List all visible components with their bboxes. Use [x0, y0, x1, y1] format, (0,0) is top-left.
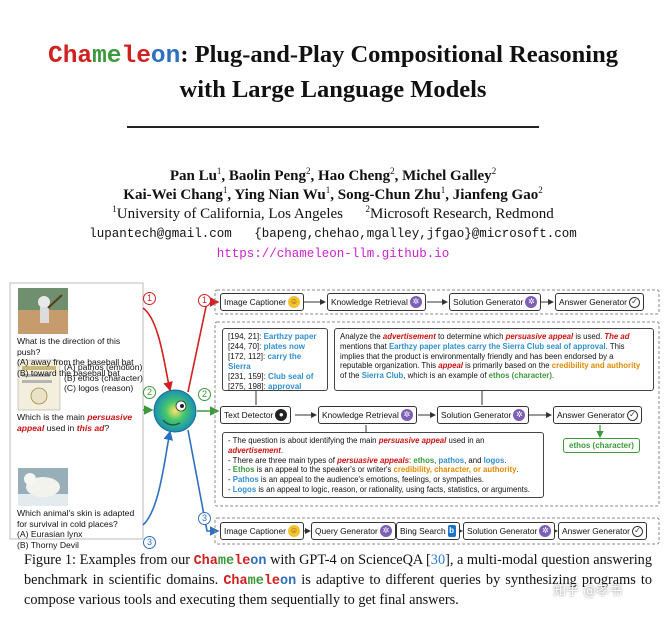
module-solution-generator: Solution Generator✲ — [463, 522, 556, 540]
module-answer-generator: Answer Generator✓ — [555, 293, 644, 311]
figure-graphics — [9, 282, 660, 545]
citation-link[interactable]: 30 — [430, 552, 446, 568]
brand-name: Chameleon — [48, 43, 181, 70]
author-emails: lupantech@gmail.com {bapeng,chehao,mgall… — [89, 227, 577, 241]
gpt-icon: ✲ — [379, 525, 392, 537]
arrow-p3 — [187, 429, 220, 536]
marker-1: 1 — [143, 292, 156, 305]
paper-title: Chameleon: Plug-and-Play Compositional R… — [0, 38, 666, 106]
title-rule — [127, 126, 539, 128]
solution-panel: Analyze the advertisement to determine w… — [334, 328, 654, 391]
module-solution-generator: Solution Generator✲ — [437, 406, 530, 424]
baseball-thumbnail — [18, 288, 68, 334]
pipeline-3-frame — [214, 517, 660, 545]
watermark: 知乎 @孝书 — [553, 584, 623, 599]
author-name: Jianfeng Gao — [452, 187, 539, 203]
final-answer: ethos (character) — [563, 438, 640, 453]
arrow-q1 — [142, 307, 173, 392]
gpt-icon: ✲ — [409, 296, 422, 308]
author-line-1: Pan Lu1, Baolin Peng2, Hao Cheng2, Miche… — [169, 166, 497, 185]
gpt-icon: ✲ — [400, 409, 413, 421]
marker-2-pipeline: 2 — [198, 388, 211, 401]
affiliations: 1University of California, Los Angeles 2… — [112, 204, 554, 223]
check-icon: ✓ — [626, 409, 638, 421]
detected-text-panel: [194, 21]: Earthzy paper [244, 70]: plat… — [222, 328, 328, 391]
github-icon: ● — [275, 409, 288, 421]
gpt-icon: ✲ — [539, 525, 552, 537]
question-2-stem: Which is the main persuasive appeal used… — [17, 412, 133, 433]
title-line-2: with Large Language Models — [179, 76, 487, 103]
author-name: Ying Nian Wu — [234, 187, 326, 203]
smiley-icon: ☺ — [287, 525, 300, 537]
author-name: Pan Lu — [169, 168, 217, 184]
marker-2: 2 — [143, 386, 156, 399]
module-query-generator: Query Generator✲ — [311, 522, 396, 540]
pipeline-1-frame — [214, 289, 660, 315]
module-image-captioner: Image Captioner☺ — [220, 522, 304, 540]
polar-bear-thumbnail — [18, 468, 68, 506]
module-image-captioner: Image Captioner☺ — [220, 293, 304, 311]
check-icon: ✓ — [628, 296, 640, 308]
author-name: Kai-Wei Chang — [123, 187, 223, 203]
author-name: Song-Chun Zhu — [337, 187, 441, 203]
advertisement-thumbnail — [17, 359, 61, 411]
gpt-icon: ✲ — [513, 409, 526, 421]
question-1: What is the direction of this push? (A) … — [17, 336, 134, 378]
author-name: Baolin Peng — [228, 168, 307, 184]
check-icon: ✓ — [631, 525, 643, 537]
title-line-1: Chameleon: Plug-and-Play Compositional R… — [48, 41, 618, 70]
knowledge-panel: - The question is about identifying the … — [222, 432, 544, 498]
bing-icon: b — [447, 525, 456, 537]
project-url[interactable]: https://chameleon-llm.github.io — [216, 247, 450, 261]
pipeline-2-frame — [214, 321, 660, 507]
brand-name: Chameleon — [193, 554, 267, 569]
module-text-detector: Text Detector● — [220, 406, 292, 424]
arrow-q3 — [142, 430, 173, 526]
gpt-icon: ✲ — [525, 296, 538, 308]
arrow-p1 — [187, 297, 220, 393]
chameleon-logo — [153, 389, 197, 433]
author-line-2: Kai-Wei Chang1, Ying Nian Wu1, Song-Chun… — [123, 185, 543, 204]
marker-1-pipeline: 1 — [198, 294, 211, 307]
brand-name: Chameleon — [223, 574, 297, 589]
marker-3-pipeline: 3 — [198, 512, 211, 525]
module-answer-generator: Answer Generator✓ — [558, 522, 647, 540]
author-name: Hao Cheng — [318, 168, 391, 184]
question-2-options: (A) pathos (emotion) (B) ethos (characte… — [64, 362, 143, 393]
module-solution-generator: Solution Generator✲ — [449, 293, 542, 311]
smiley-icon: ☺ — [287, 296, 300, 308]
author-name: Michel Galley — [402, 168, 492, 184]
figure-caption: Figure 1: Examples from our Chameleon wi… — [24, 552, 653, 608]
question-3: Which animal's skin is adapted for survi… — [17, 508, 135, 550]
module-knowledge-retrieval: Knowledge Retrieval✲ — [318, 406, 417, 424]
marker-3: 3 — [143, 536, 156, 549]
module-answer-generator: Answer Generator✓ — [553, 406, 642, 424]
module-knowledge-retrieval: Knowledge Retrieval✲ — [327, 293, 426, 311]
